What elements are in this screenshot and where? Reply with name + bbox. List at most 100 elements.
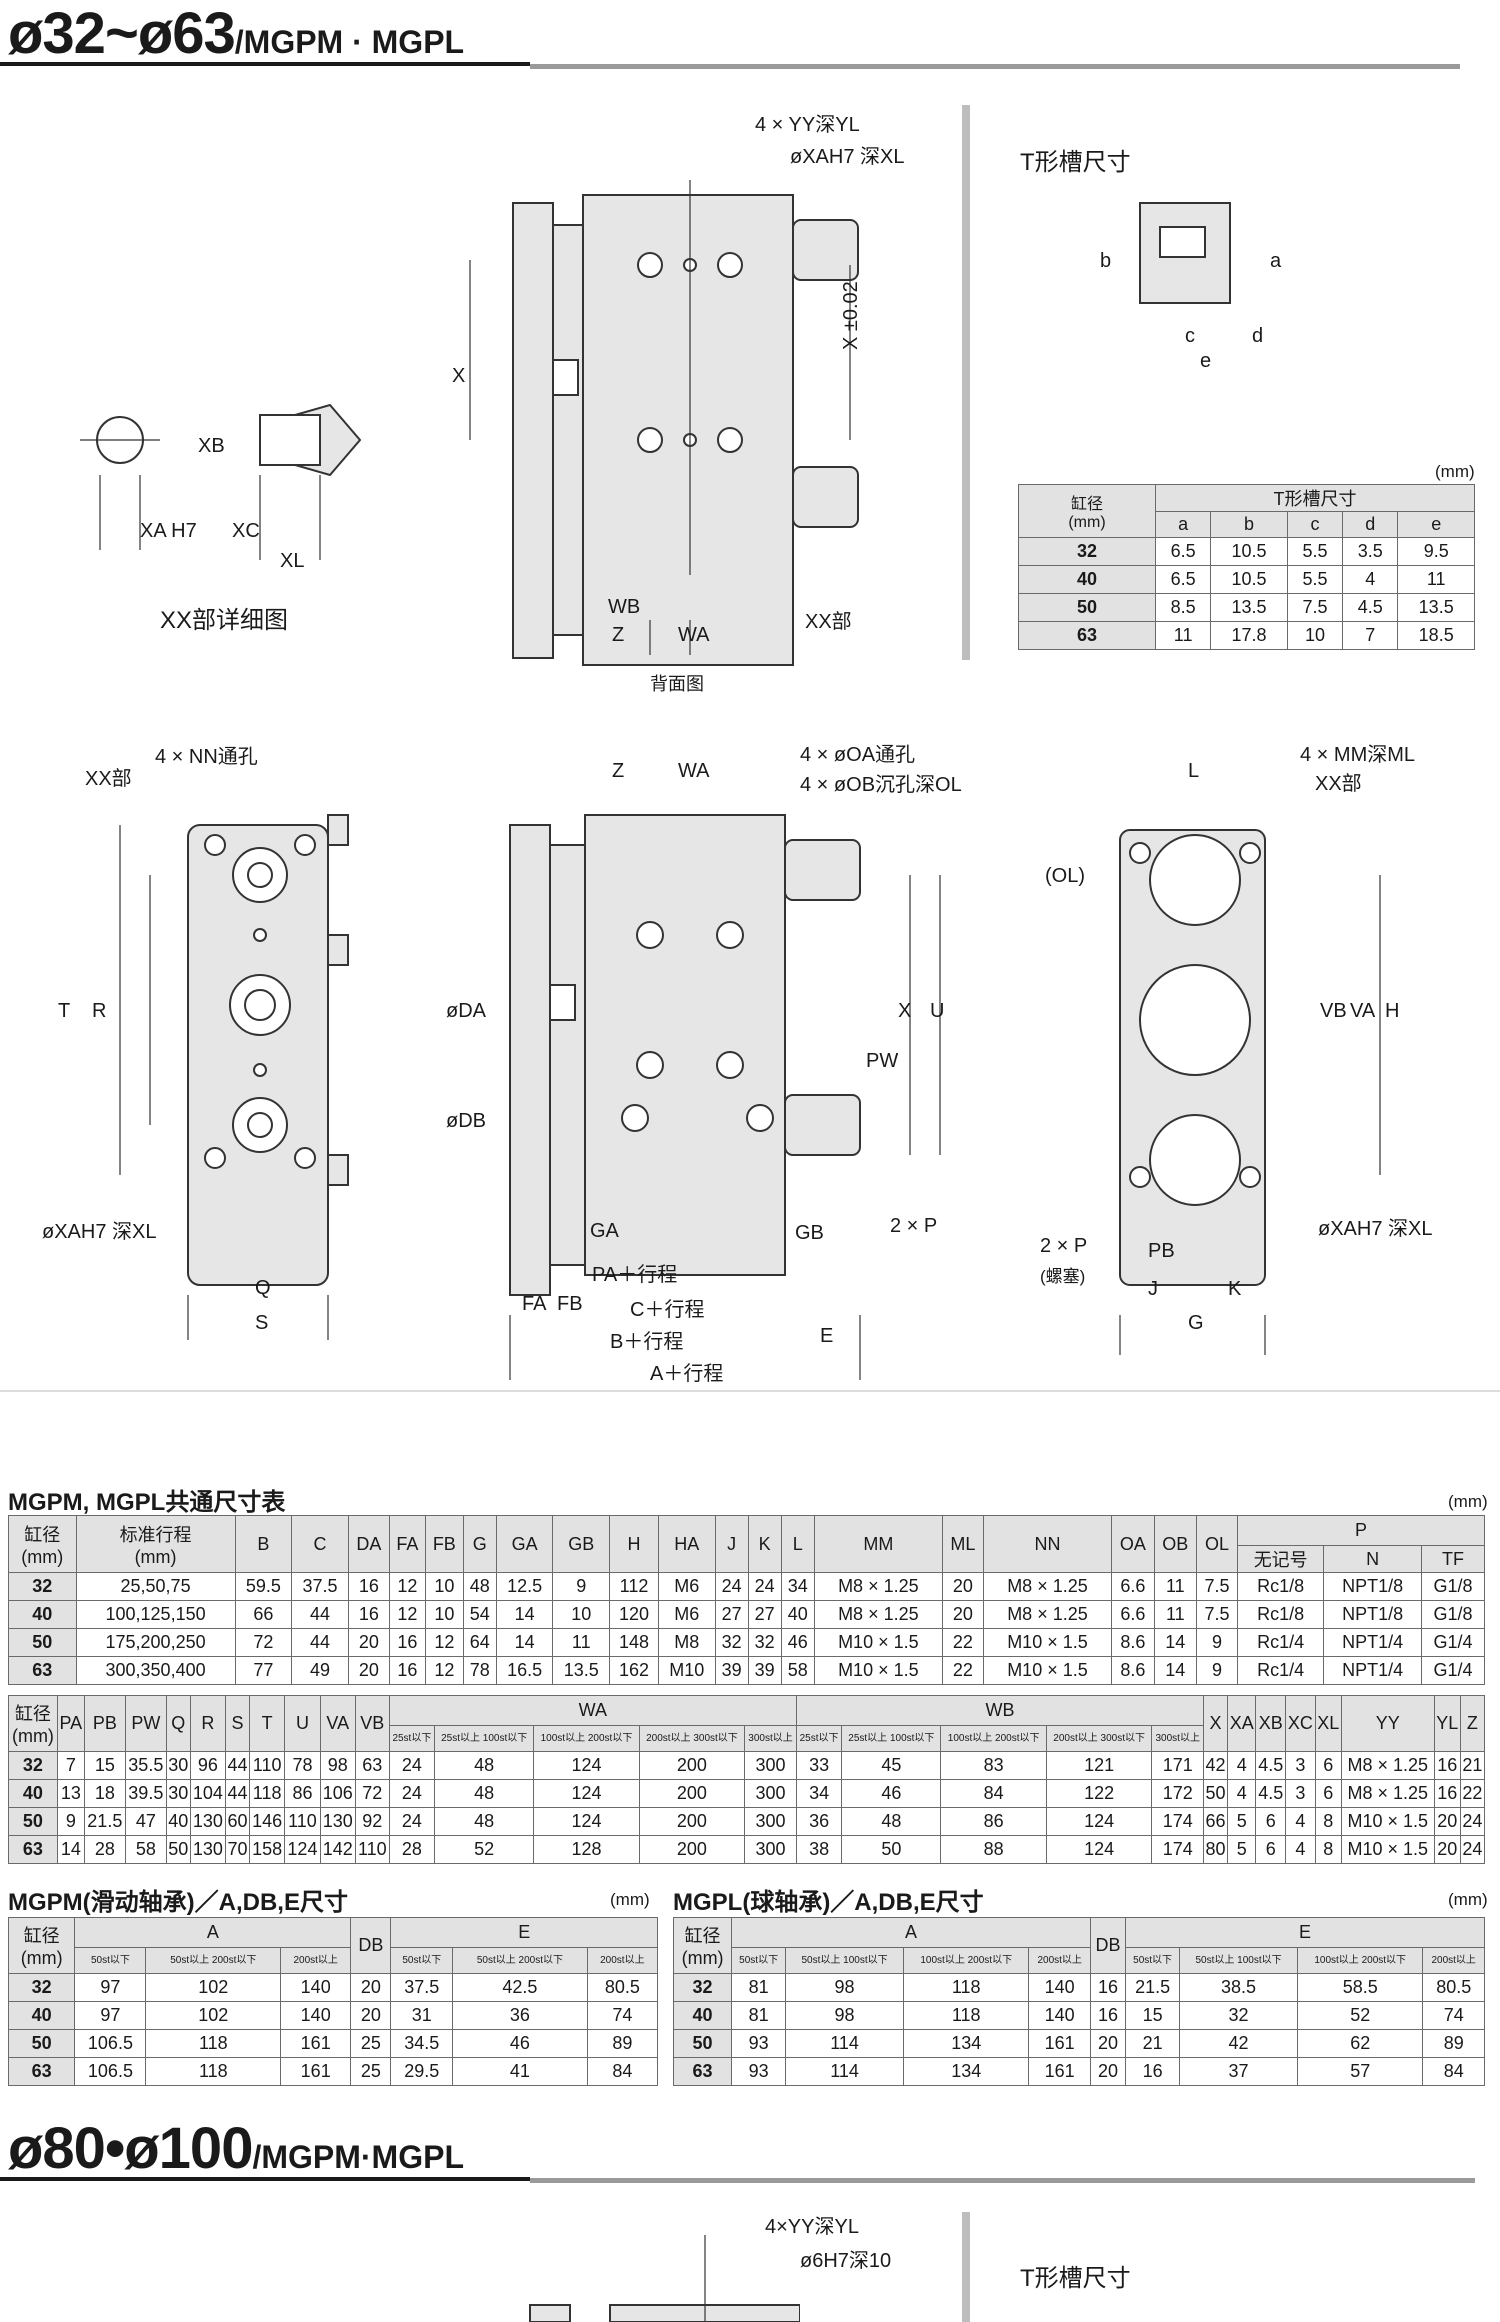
- table-cell: 300: [744, 1835, 797, 1864]
- end-l: L: [1188, 760, 1200, 782]
- table-cell: 130: [319, 1807, 356, 1836]
- table-cell: NPT1/4: [1323, 1656, 1422, 1685]
- detail-caption: XX部详细图: [160, 607, 289, 634]
- table-cell: 63: [8, 1656, 77, 1685]
- table-cell: 140: [280, 2001, 352, 2030]
- table-cell: 80.5: [1422, 1973, 1485, 2002]
- front-nn: 4 × NN通孔: [155, 746, 258, 768]
- table-cell: 110: [248, 1751, 286, 1780]
- table-cell: M8 × 1.25: [982, 1600, 1113, 1629]
- table-cell: 34: [780, 1572, 815, 1601]
- table-cell: 32: [8, 1572, 77, 1601]
- table-header: 50st以上 200st以下: [452, 1947, 588, 1974]
- table-cell: 30: [165, 1751, 191, 1780]
- table-header: WA: [388, 1695, 797, 1726]
- table-cell: 32: [747, 1628, 782, 1657]
- table-header: S: [225, 1695, 250, 1752]
- table-cell: 16: [388, 1628, 426, 1657]
- table-cell: 32: [8, 1751, 58, 1780]
- table-cell: 46: [780, 1628, 815, 1657]
- table-header: 100st以上 200st以下: [533, 1725, 640, 1752]
- table-cell: 63: [7, 2057, 76, 2086]
- table-cell: 11: [1397, 565, 1475, 594]
- table-cell: 66: [234, 1600, 293, 1629]
- table-cell: 140: [1028, 2001, 1091, 2030]
- table-cell: 118: [248, 1779, 286, 1808]
- table-cell: 171: [1151, 1751, 1205, 1780]
- table-cell: 124: [533, 1779, 640, 1808]
- table-cell: 134: [903, 2029, 1030, 2058]
- table-cell: 21: [1459, 1751, 1486, 1780]
- side-db: øDB: [446, 1110, 486, 1132]
- table-cell: 20: [347, 1628, 390, 1657]
- table-cell: 32: [714, 1628, 749, 1657]
- table-cell: 84: [586, 2057, 659, 2086]
- table-cell: 12: [388, 1600, 426, 1629]
- table-header: XA: [1226, 1695, 1257, 1752]
- table-cell: 102: [145, 1973, 282, 2002]
- table-cell: G1/8: [1420, 1600, 1486, 1629]
- table-header: 50st以上 200st以下: [145, 1947, 282, 1974]
- table-cell: 4: [1226, 1751, 1257, 1780]
- table-cell: 134: [903, 2057, 1030, 2086]
- table-cell: 10: [552, 1600, 611, 1629]
- table-cell: 11: [1153, 1572, 1198, 1601]
- table-header: 300st以上: [1151, 1725, 1205, 1752]
- table-cell: 35.5: [124, 1751, 167, 1780]
- table-cell: 40: [165, 1807, 191, 1836]
- table-header: OB: [1153, 1515, 1198, 1573]
- table-cell: 57: [1296, 2057, 1424, 2086]
- table-cell: 33: [795, 1751, 843, 1780]
- table-cell: 63: [1018, 621, 1156, 650]
- table-cell: 158: [248, 1835, 286, 1864]
- table-cell: 10.5: [1210, 565, 1288, 594]
- s2-drawing: [529, 2235, 800, 2322]
- table-cell: 114: [785, 2057, 905, 2086]
- table-cell: 63: [672, 2057, 733, 2086]
- table-cell: 59.5: [234, 1572, 293, 1601]
- table-cell: 22: [941, 1628, 984, 1657]
- table-header: OL: [1196, 1515, 1238, 1573]
- end-k: K: [1228, 1278, 1242, 1300]
- table-cell: 50: [165, 1835, 191, 1864]
- callout-yy: 4 × YY深YL: [755, 114, 860, 136]
- end-g: G: [1188, 1312, 1204, 1334]
- table-cell: 78: [462, 1656, 497, 1685]
- table-cell: 40: [8, 1600, 77, 1629]
- table-cell: 39.5: [124, 1779, 167, 1808]
- table-cell: 20: [1433, 1835, 1461, 1864]
- table-cell: 11: [1153, 1600, 1198, 1629]
- table-cell: 50: [1018, 593, 1156, 622]
- table-header: 25st以上 100st以下: [841, 1725, 942, 1752]
- section2-rule: [530, 2178, 1475, 2183]
- table-cell: 128: [533, 1835, 640, 1864]
- label-wa: WA: [678, 624, 710, 646]
- table-header: N: [1323, 1545, 1422, 1573]
- table-header: X: [1203, 1695, 1228, 1752]
- table-cell: 161: [280, 2029, 352, 2058]
- table-cell: 63: [354, 1751, 390, 1780]
- table-cell: M8 × 1.25: [813, 1572, 943, 1601]
- table-cell: 40: [672, 2001, 733, 2030]
- table-cell: Rc1/4: [1236, 1656, 1325, 1685]
- table-cell: 11: [1154, 621, 1212, 650]
- side-oa: 4 × øOA通孔: [800, 744, 916, 766]
- table-cell: 140: [280, 1973, 352, 2002]
- table-header: PB: [83, 1695, 126, 1752]
- table-cell: 18: [83, 1779, 126, 1808]
- tslot-bore-head: 缸径 (mm): [1018, 484, 1156, 538]
- table-cell: 40: [1018, 565, 1156, 594]
- table-cell: 8.6: [1111, 1628, 1155, 1657]
- table-header: VB: [354, 1695, 390, 1752]
- bore-header: 缸径 (mm): [672, 1917, 733, 1974]
- table-cell: 34: [795, 1779, 843, 1808]
- table-cell: 50: [8, 1628, 77, 1657]
- table-cell: 16: [388, 1656, 426, 1685]
- mgpl-title: MGPL(球轴承)／A,DB,E尺寸: [673, 1889, 984, 1916]
